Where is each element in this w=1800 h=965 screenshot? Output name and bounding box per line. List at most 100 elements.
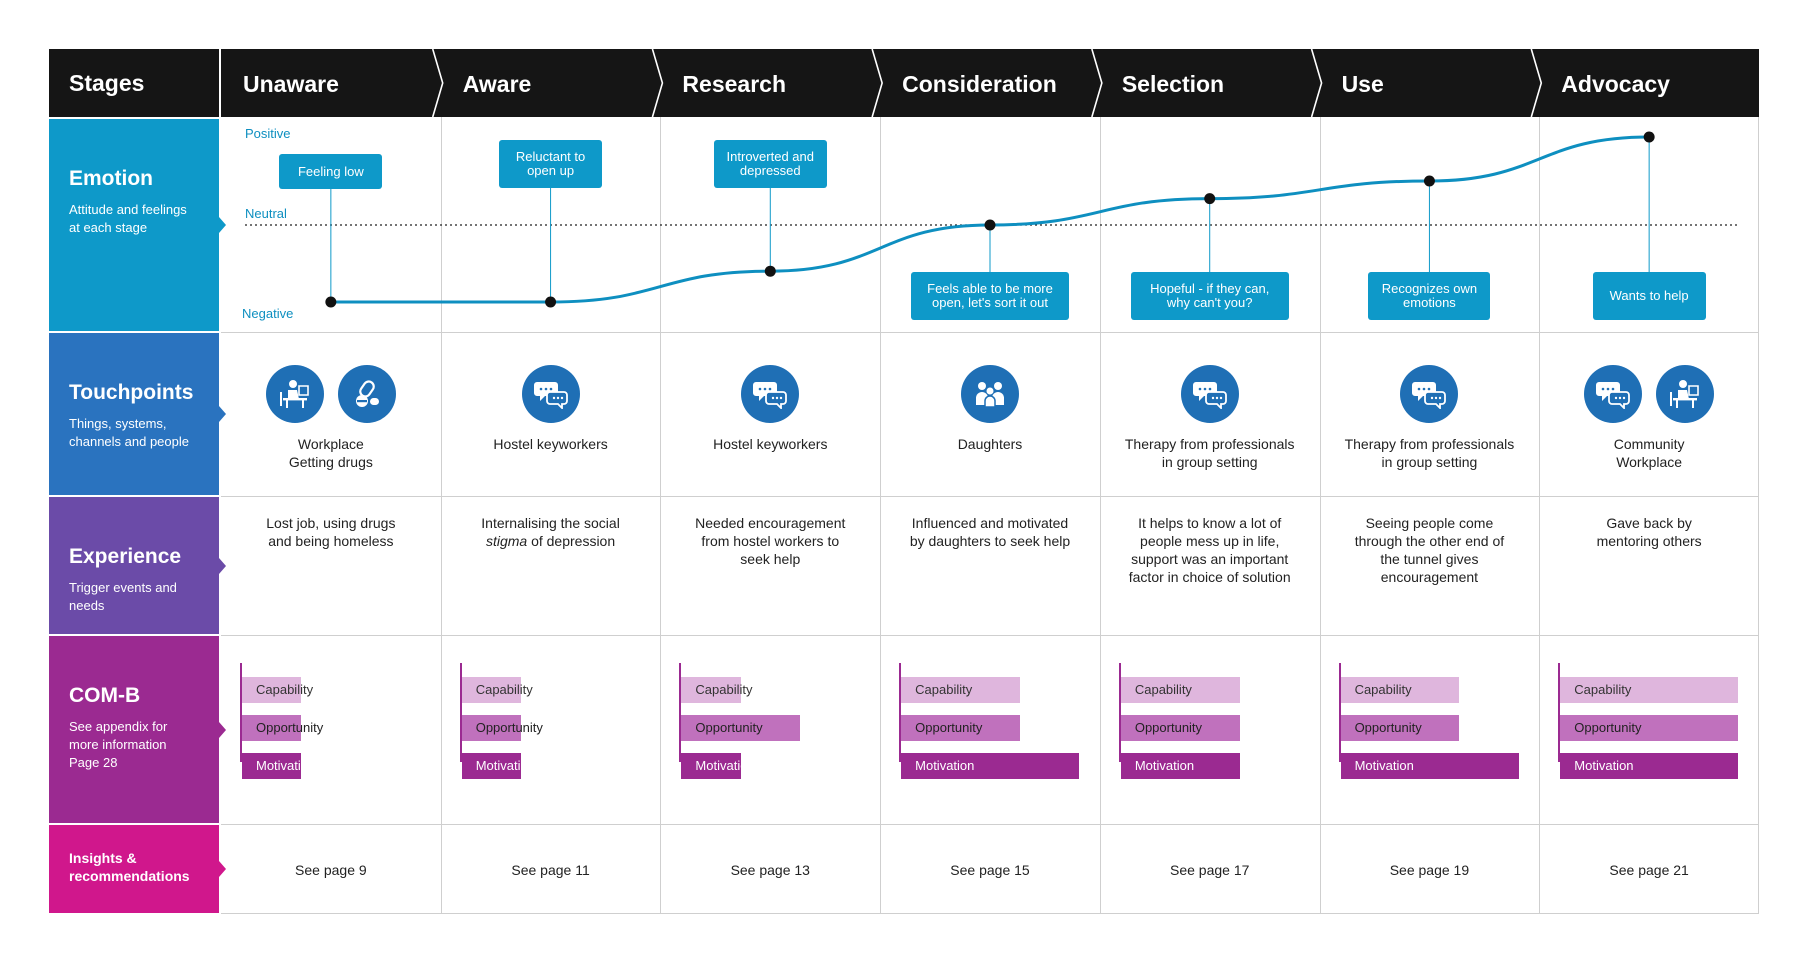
- emotion-callout-selection: Hopeful - if they can, why can't you?: [1130, 272, 1289, 320]
- speech-bubbles-icon: [1400, 365, 1459, 423]
- row-label-comb: COM-B See appendix for more information P…: [49, 636, 219, 823]
- column-divider: [880, 117, 881, 913]
- emotion-point-unaware: [325, 296, 337, 308]
- desk-worker-icon: [1656, 365, 1715, 423]
- comb-bar-opportunity: Opportunity: [681, 715, 801, 741]
- comb-bar-motivation: Motivation: [681, 753, 755, 779]
- stage-title-advocacy: Advocacy: [1561, 71, 1670, 97]
- emotion-row-subtitle: Attitude and feelings at each stage: [69, 202, 187, 235]
- emotion-callout-research: Introverted and depressed: [713, 140, 827, 188]
- experience-row-arrow: [219, 557, 226, 574]
- row-label-insights: Insights & recommendations: [49, 825, 219, 913]
- touchpoint-label: Daughters: [957, 436, 1023, 452]
- comb-row-subtitle: See appendix for more information Page 2…: [69, 719, 168, 770]
- touchpoint-label: Hostel keyworkers: [493, 436, 608, 452]
- column-divider: [1100, 117, 1101, 913]
- stage-title-aware: Aware: [463, 71, 532, 97]
- comb-bar-capability: Capability: [242, 677, 313, 703]
- touchpoint-label: in group setting: [1381, 454, 1478, 470]
- stage-chevron-divider: [1091, 49, 1103, 117]
- experience-text: Seeing people come: [1365, 515, 1494, 531]
- stage-title-unaware: Unaware: [243, 71, 339, 97]
- emotion-point-research: [764, 265, 776, 277]
- emotion-callout-unaware: Feeling low: [279, 154, 383, 189]
- insight-page-link[interactable]: See page 15: [950, 862, 1030, 878]
- insights-row-arrow: [219, 861, 226, 877]
- comb-bar-opportunity: Opportunity: [461, 715, 543, 741]
- speech-bubbles-icon: [1180, 365, 1239, 423]
- insight-page-link[interactable]: See page 11: [511, 862, 590, 878]
- experience-text: people mess up in life,: [1140, 533, 1280, 549]
- experience-text: Influenced and motivated: [911, 515, 1069, 531]
- experience-text: support was an important: [1131, 551, 1289, 567]
- comb-bar-motivation: Motivation: [461, 753, 535, 779]
- experience-text: mentoring others: [1596, 533, 1702, 549]
- insight-page-link[interactable]: See page 19: [1389, 862, 1470, 878]
- stage-title-consideration: Consideration: [902, 71, 1057, 97]
- experience-row-subtitle: Trigger events and needs: [69, 580, 177, 613]
- emotion-neutral-label: Neutral: [245, 206, 287, 221]
- touchpoints-row-subtitle: Things, systems, channels and people: [69, 416, 189, 449]
- row-divider: [221, 332, 1759, 333]
- insight-page-link[interactable]: See page 9: [295, 862, 367, 878]
- comb-axis: [899, 663, 902, 762]
- insights-row-title: Insights & recommendations: [69, 850, 190, 884]
- row-divider: [221, 635, 1759, 636]
- emotion-curve-chart: [245, 131, 1737, 308]
- insight-page-link[interactable]: See page 17: [1169, 862, 1250, 878]
- experience-row-title: Experience: [69, 545, 182, 568]
- comb-bar-capability: Capability: [1560, 677, 1739, 703]
- stage-chevron-divider: [1530, 49, 1543, 117]
- experience-text: from hostel workers to: [701, 533, 840, 549]
- emotion-point-selection: [1204, 193, 1216, 205]
- emotion-point-advocacy: [1643, 131, 1655, 143]
- comb-bar-capability: Capability: [1340, 677, 1460, 703]
- touchpoint-label: Community: [1613, 436, 1685, 452]
- touchpoints-row-arrow: [219, 406, 226, 422]
- touchpoint-label: Workplace: [297, 436, 364, 452]
- grid-right-edge: [1758, 117, 1759, 913]
- touchpoint-label: Getting drugs: [288, 454, 373, 470]
- desk-worker-icon: [265, 365, 324, 423]
- column-divider: [1320, 117, 1321, 913]
- speech-bubbles-icon: [521, 365, 580, 423]
- stage-chevron-divider: [431, 49, 444, 117]
- comb-row-arrow: [219, 721, 226, 738]
- comb-axis: [1118, 663, 1121, 762]
- emotion-callout-use: Recognizes own emotions: [1368, 272, 1491, 320]
- experience-text: Lost job, using drugs: [266, 515, 396, 531]
- insight-page-link[interactable]: See page 13: [730, 862, 810, 878]
- emotion-callout-advocacy: Wants to help: [1592, 272, 1706, 320]
- comb-axis: [679, 663, 682, 762]
- insight-page-link[interactable]: See page 21: [1609, 862, 1689, 878]
- comb-bar-opportunity: Opportunity: [1340, 715, 1460, 741]
- experience-text: Internalising the social: [481, 515, 620, 531]
- comb-axis: [240, 663, 242, 762]
- emotion-point-consideration: [984, 219, 996, 231]
- emotion-point-use: [1423, 175, 1435, 187]
- emotion-point-aware: [545, 296, 557, 308]
- experience-text: stigma of depression: [485, 533, 616, 549]
- touchpoint-label: Hostel keyworkers: [713, 436, 828, 452]
- speech-bubbles-icon: [1584, 365, 1643, 423]
- comb-axis: [459, 663, 462, 762]
- experience-text: through the other end of: [1354, 533, 1505, 549]
- comb-bar-motivation: Motivation: [1340, 753, 1519, 779]
- stigma-emphasis: stigma: [485, 533, 528, 549]
- comb-bar-capability: Capability: [681, 677, 753, 703]
- experience-text: seek help: [740, 551, 801, 567]
- comb-row-title: COM-B: [69, 684, 141, 707]
- family-group-icon: [961, 365, 1019, 423]
- drugs-icon: [337, 365, 396, 423]
- column-divider: [1539, 117, 1540, 913]
- experience-text: Gave back by: [1606, 515, 1692, 531]
- emotion-positive-label: Positive: [245, 126, 291, 141]
- touchpoint-label: Therapy from professionals: [1124, 436, 1295, 452]
- comb-bar-motivation: Motivation: [901, 753, 1080, 779]
- experience-text: encouragement: [1380, 569, 1479, 585]
